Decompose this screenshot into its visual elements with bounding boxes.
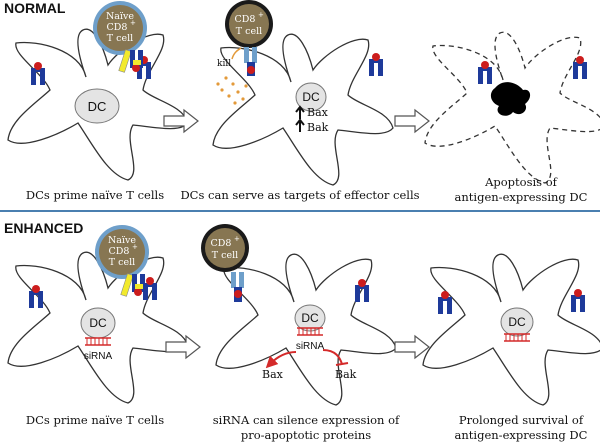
caption-enhanced-2-line1: siRNA can silence expression of [213, 413, 400, 427]
normal-dc-cell-2: DC [212, 33, 394, 186]
tcr-receptor-icon [120, 273, 145, 297]
cytotoxic-granules [216, 76, 248, 105]
caption-enhanced-2-line2: pro-apoptotic proteins [241, 428, 371, 442]
dc-label: DC [302, 90, 320, 104]
sirna-duplex-icon [84, 337, 112, 346]
mhc-antigen-icon [369, 53, 383, 76]
effector-label-line2: T cell [236, 26, 262, 37]
silencing-arrows [265, 349, 349, 369]
dc-nucleus [74, 88, 120, 124]
mhc-antigen-icon [478, 61, 492, 84]
naive-label-superscript: + [130, 19, 136, 27]
naive-label-line2: CD8 [109, 246, 130, 257]
mhc-antigen-icon [29, 285, 43, 308]
sirna-label: siRNA [84, 351, 113, 362]
naive-t-cell: Naïve CD8 + T cell [93, 1, 147, 55]
mhc-antigen-icon [143, 277, 157, 300]
bax-label: Bax [262, 368, 284, 381]
tcr-engagement-icon [231, 272, 244, 302]
enhanced-dc-cell-2: DC [215, 253, 397, 406]
naive-t-cell: Naïve CD8 + T cell [95, 225, 149, 279]
dc-label: DC [89, 316, 107, 330]
naive-label-line1: Naïve [106, 11, 134, 22]
upregulation-arrows [295, 105, 305, 132]
process-arrow-icon [394, 109, 430, 133]
effector-t-cell: CD8 + T cell [225, 0, 273, 48]
process-arrow-icon [165, 335, 201, 359]
caption-normal-3-line2: antigen-expressing DC [455, 190, 588, 204]
dc-nucleus [295, 82, 327, 112]
caption-enhanced-1: DCs prime naïve T cells [26, 413, 164, 427]
apoptotic-dc-cell [424, 31, 600, 184]
enhanced-dc-cell-1: DC [7, 251, 189, 404]
naive-label-superscript: + [132, 243, 138, 251]
naive-label-line2: CD8 [107, 22, 128, 33]
mhc-antigen-icon [571, 289, 585, 312]
kill-label: kill [217, 59, 231, 69]
bak-label: Bak [335, 368, 357, 381]
dc-nucleus [294, 304, 326, 332]
caption-enhanced-3-line1: Prolonged survival of [459, 413, 584, 427]
fragmented-nucleus [490, 82, 531, 116]
bax-label: Bax [307, 106, 329, 119]
dc-nucleus [500, 307, 534, 337]
effector-label-superscript: + [258, 11, 264, 19]
caption-normal-1: DCs prime naïve T cells [26, 188, 164, 202]
section-label-enhanced: ENHANCED [4, 220, 83, 236]
normal-dc-cell-1: DC [7, 28, 189, 181]
dc-label: DC [508, 315, 526, 329]
effector-t-cell: CD8 + T cell [201, 224, 249, 272]
section-label-normal: NORMAL [4, 0, 66, 16]
tcr-engagement-icon [244, 47, 257, 76]
naive-label-line3: T cell [109, 257, 135, 268]
caption-normal-2: DCs can serve as targets of effector cel… [180, 188, 419, 202]
effector-label-line1: CD8 [235, 14, 256, 25]
kill-arrow-icon [231, 47, 242, 60]
mhc-antigen-icon [355, 279, 369, 302]
caption-normal-3-line1: Apoptosis of [484, 175, 558, 189]
dc-label: DC [301, 311, 319, 325]
effector-label-superscript: + [234, 235, 240, 243]
sirna-label: siRNA [296, 341, 325, 352]
effector-label-line2: T cell [212, 250, 238, 261]
tcr-receptor-icon [118, 49, 143, 73]
naive-label-line1: Naïve [108, 235, 136, 246]
process-arrow-icon [394, 335, 430, 359]
caption-enhanced-3-line2: antigen-expressing DC [455, 428, 588, 442]
bak-label: Bak [307, 121, 329, 134]
effector-label-line1: CD8 [211, 238, 232, 249]
naive-label-line3: T cell [107, 33, 133, 44]
dc-label: DC [88, 99, 107, 114]
enhanced-dc-cell-3: DC [422, 253, 600, 406]
